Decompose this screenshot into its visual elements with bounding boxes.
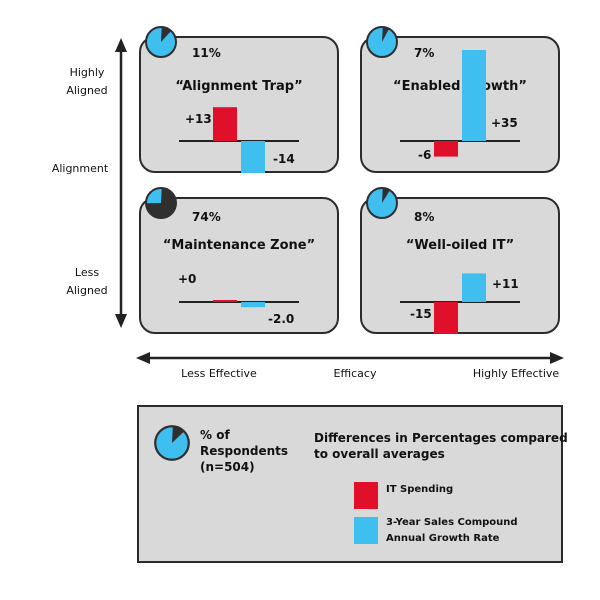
legend-label-it-spending: IT Spending: [386, 484, 454, 495]
pie-icon-enabled-growth: [366, 26, 398, 58]
respondents-pct-maintenance-zone: 74%: [192, 210, 221, 224]
bar-sales-growth: [241, 302, 265, 308]
value-label-well-oiled-it-growth: +11: [492, 277, 519, 291]
quadrant-maintenance-zone: [139, 197, 339, 334]
legend-swatch-sales-growth: [354, 517, 378, 544]
bar-sales-growth: [241, 141, 265, 173]
value-label-alignment-trap-spending: +13: [185, 112, 212, 126]
quadrant-title-alignment-trap: “Alignment Trap”: [175, 79, 303, 94]
pie-slice: [382, 27, 390, 42]
legend-box: [137, 405, 563, 563]
legend-pie-label: % of Respondents (n=504): [200, 428, 289, 474]
respondents-pct-enabled-growth: 7%: [414, 46, 435, 60]
efficacy-axis-arrow: [136, 352, 564, 364]
x-axis-title: Efficacy: [333, 367, 377, 380]
bar-chart-maintenance-zone: [179, 300, 299, 308]
pie-slice: [382, 188, 390, 203]
x-axis-left-label: Less Effective: [181, 367, 257, 380]
bar-sales-growth: [462, 273, 486, 302]
legend-heading: Differences in Percentages compared to o…: [314, 431, 568, 461]
quadrant-enabled-growth: [360, 36, 560, 173]
pie-icon-maintenance-zone: [145, 187, 177, 219]
pie-icon-well-oiled-it: [366, 187, 398, 219]
legend-label-sales-growth: 3-Year Sales Compound Annual Growth Rate: [386, 517, 518, 544]
value-label-enabled-growth-spending: -6: [418, 148, 432, 162]
bar-sales-growth: [462, 50, 486, 141]
quadrant-well-oiled-it: [360, 197, 560, 334]
legend-swatch-it-spending: [354, 482, 378, 509]
x-axis-right-label: Highly Effective: [472, 367, 560, 380]
legend-pie-icon: [154, 425, 190, 461]
pie-icon-alignment-trap: [145, 26, 177, 58]
value-label-enabled-growth-growth: +35: [491, 116, 518, 130]
quadrant-title-well-oiled-it: “Well-oiled IT”: [405, 238, 515, 253]
alignment-axis-arrow: [115, 38, 127, 328]
quadrant-title-maintenance-zone: “Maintenance Zone”: [162, 238, 316, 253]
pie-slice: [161, 27, 172, 42]
bar-it-spending: [213, 300, 237, 302]
pie-slice: [146, 188, 176, 218]
quadrant-alignment-trap: [139, 36, 339, 173]
bar-it-spending: [434, 141, 458, 157]
value-label-maintenance-zone-growth: -2.0: [268, 312, 295, 326]
value-label-alignment-trap-growth: -14: [273, 152, 295, 166]
bar-chart-enabled-growth: [400, 50, 520, 157]
bar-chart-well-oiled-it: [400, 273, 520, 334]
y-axis-title: Alignment: [51, 162, 109, 175]
pie-slice: [172, 426, 185, 443]
value-label-well-oiled-it-spending: -15: [410, 307, 432, 321]
bar-it-spending: [434, 302, 458, 334]
respondents-pct-well-oiled-it: 8%: [414, 210, 435, 224]
bar-it-spending: [213, 107, 237, 141]
quadrant-title-enabled-growth: “Enabled Growth”: [393, 79, 527, 94]
value-label-maintenance-zone-spending: +0: [178, 272, 197, 286]
y-axis-top-label: Highly Aligned: [66, 66, 108, 97]
respondents-pct-alignment-trap: 11%: [192, 46, 221, 60]
y-axis-bottom-label: Less Aligned: [66, 266, 108, 297]
bar-chart-alignment-trap: [179, 107, 299, 173]
